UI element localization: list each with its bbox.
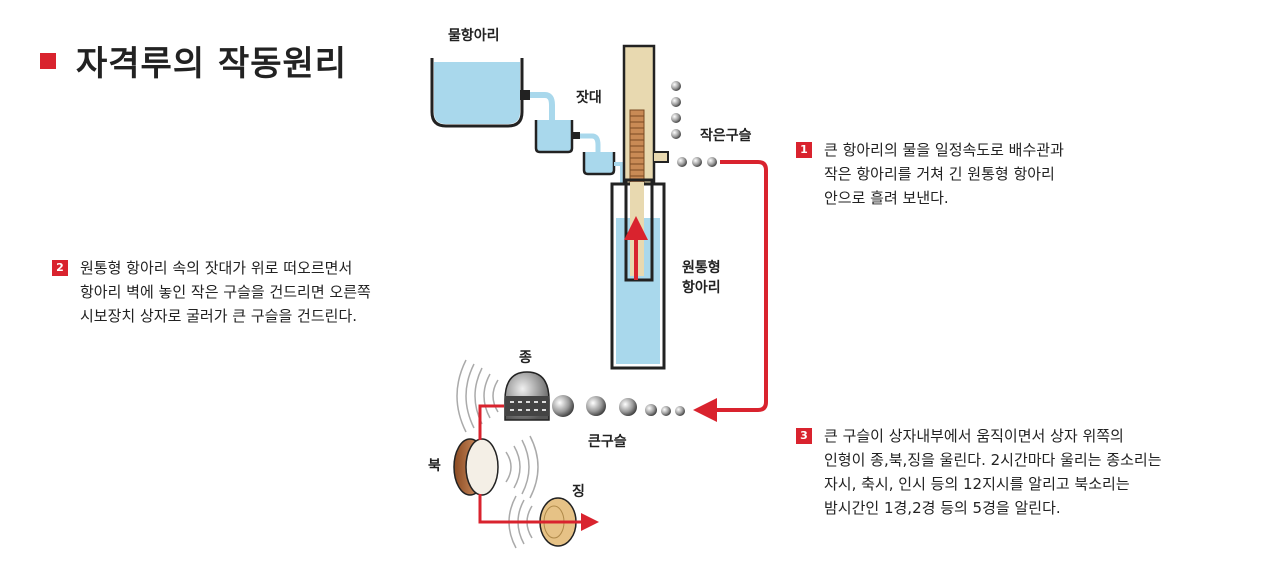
step-3-line-2: 인형이 종,북,징을 울린다. 2시간마다 울리는 종소리는 [824,451,1162,469]
step-2: 2 원통형 항아리 속의 잣대가 위로 떠오르면서 항아리 벽에 놓인 작은 구… [52,256,371,328]
label-drum: 북 [428,458,441,474]
step-1-line-2: 작은 항아리를 거쳐 긴 원통형 항아리 [824,165,1055,183]
label-float-rod: 잣대 [576,89,602,106]
title-square-icon [40,52,56,69]
gong-striker-arrow [478,494,599,531]
small-jar-2 [582,152,624,185]
drain-pipe-1 [530,92,555,120]
step-3-line-1: 큰 구슬이 상자내부에서 움직이면서 상자 위쪽의 [824,427,1124,445]
ball-spout [654,151,669,163]
step-2-line-3: 시보장치 상자로 굴러가 큰 구슬을 건드린다. [80,307,358,325]
water-jar [430,58,530,128]
cylinder-jar [610,178,666,370]
step-3-line-3: 자시, 축시, 인시 등의 12지시를 알리고 북소리는 [824,475,1130,493]
drum-icon [453,438,499,496]
ball-transfer-arrow [693,160,768,422]
drum-sound-waves [505,435,539,499]
bell-icon [504,371,550,421]
step-1-badge: 1 [796,142,812,158]
label-cylinder-jar-1: 원통형 [682,259,721,276]
label-bell: 종 [519,350,532,366]
label-gong: 징 [572,483,585,500]
step-2-line-2: 항아리 벽에 놓인 작은 구슬을 건드리면 오른쪽 [80,283,371,301]
step-2-badge: 2 [52,260,68,276]
small-ball-column [671,81,717,167]
label-small-balls: 작은구슬 [700,127,752,144]
label-big-balls: 큰구슬 [588,434,627,450]
step-1-line-3: 안으로 흘려 보낸다. [824,189,949,207]
step-1: 1 큰 항아리의 물을 일정속도로 배수관과 작은 항아리를 거쳐 긴 원통형 … [796,138,1064,210]
bell-striker-line [478,404,504,440]
drain-pipe-2 [580,133,601,152]
small-jar-1 [534,120,580,154]
label-cylinder-jar-2: 항아리 [682,279,721,296]
big-ball-row [552,395,685,417]
page-title-block: 자격루의 작동원리 [40,36,347,85]
page-title: 자격루의 작동원리 [76,44,348,84]
label-water-jar: 물항아리 [448,27,500,44]
step-1-line-1: 큰 항아리의 물을 일정속도로 배수관과 [824,141,1064,159]
step-3: 3 큰 구슬이 상자내부에서 움직이면서 상자 위쪽의 인형이 종,북,징을 울… [796,424,1162,520]
step-3-badge: 3 [796,428,812,444]
step-2-line-1: 원통형 항아리 속의 잣대가 위로 떠오르면서 [80,259,353,277]
bell-sound-waves [456,359,499,433]
step-3-line-4: 밤시간인 1경,2경 등의 5경을 알린다. [824,499,1061,517]
